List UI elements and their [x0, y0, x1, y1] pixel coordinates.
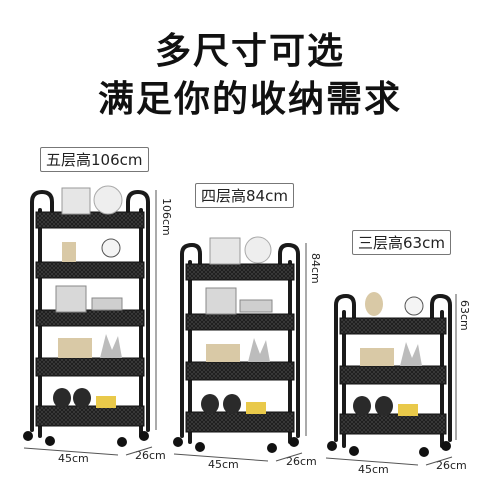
- depth-dim-four-tier: 26cm: [286, 455, 317, 468]
- size-label-four-tier: 四层高84cm: [195, 183, 294, 208]
- cart-baskets: [35, 211, 145, 427]
- size-label-three-tier: 三层高63cm: [352, 230, 451, 255]
- depth-dim-five-tier: 26cm: [135, 449, 166, 462]
- cart-three-tier: [325, 292, 457, 466]
- dimension-lines: [173, 243, 307, 462]
- height-dim-three-tier: 63cm: [458, 300, 471, 331]
- cart-five-tier: [23, 185, 157, 456]
- cart-four-tier: [173, 236, 307, 462]
- height-dim-five-tier: 106cm: [160, 198, 173, 236]
- depth-dim-three-tier: 26cm: [436, 459, 467, 472]
- headline-line-2: 满足你的收纳需求: [97, 79, 402, 120]
- cart-items: [353, 292, 424, 416]
- width-dim-four-tier: 45cm: [208, 458, 239, 471]
- height-dim-four-tier: 84cm: [309, 253, 322, 284]
- dimension-lines: [23, 190, 157, 456]
- cart-wheels: [23, 431, 149, 447]
- cart-wheels: [173, 437, 299, 453]
- cart-items: [53, 185, 123, 408]
- width-dim-three-tier: 45cm: [358, 463, 389, 476]
- headline-line-1: 多尺寸可选: [154, 31, 345, 72]
- size-label-five-tier: 五层高106cm: [40, 147, 149, 172]
- cart-baskets: [185, 263, 295, 433]
- cart-items: [201, 236, 273, 414]
- cart-wheels: [327, 441, 451, 457]
- cart-frame: [30, 189, 150, 438]
- dimension-lines: [325, 294, 457, 466]
- width-dim-five-tier: 45cm: [58, 452, 89, 465]
- cart-baskets: [339, 317, 447, 435]
